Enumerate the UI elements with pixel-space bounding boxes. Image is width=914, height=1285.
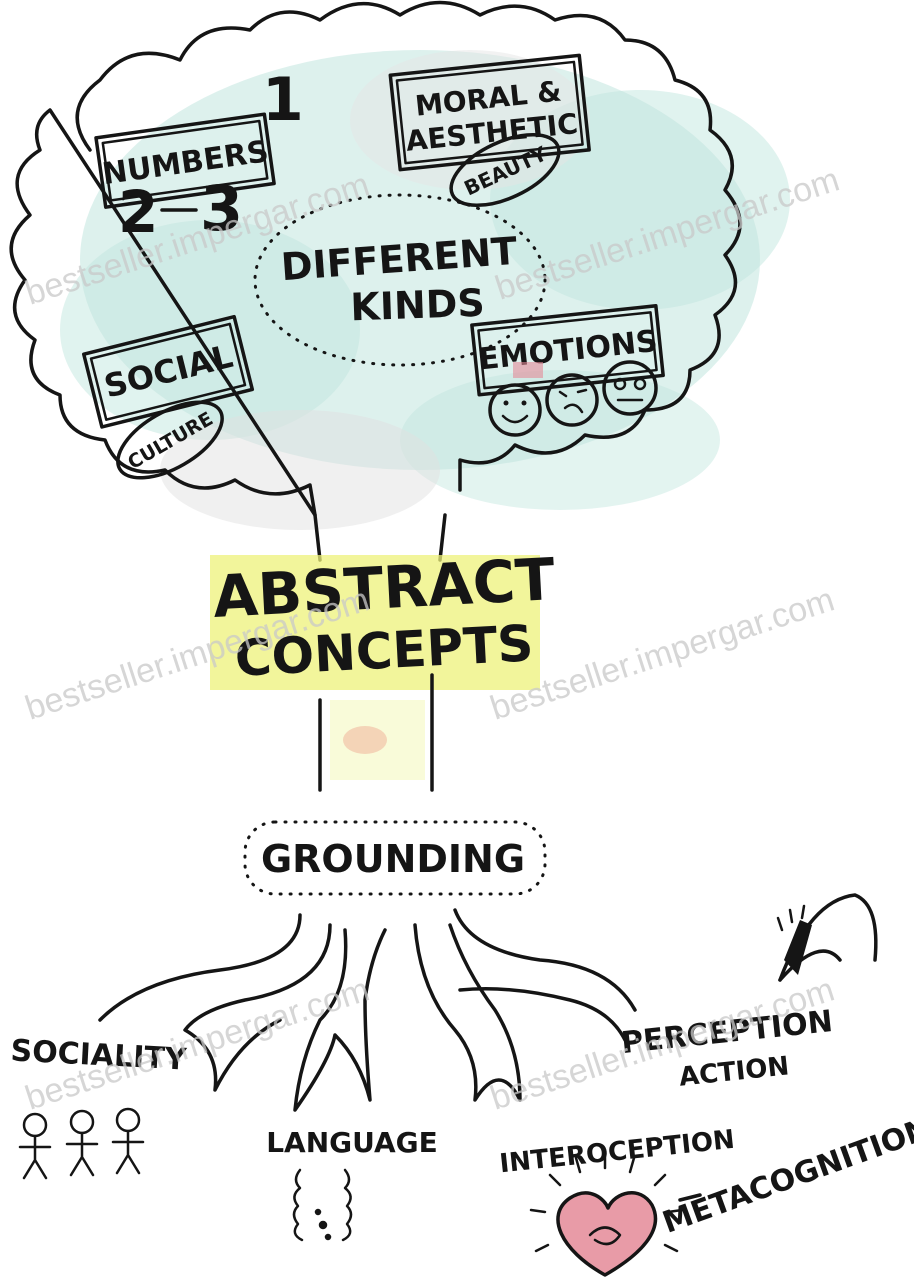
root-interoception [413,923,522,1102]
different-kinds-dotted-outline [253,193,547,367]
confused-face-icon [545,373,599,427]
speech-faces-icon [292,1168,353,1242]
foliage-shading [60,50,790,530]
numbers-digit-1: 1 [262,65,304,135]
trunk-entry-left [313,513,322,562]
neutral-face-icon [602,360,658,416]
heart-icon [529,1152,684,1277]
root-sociality [98,913,332,1092]
happy-face-icon [488,383,542,437]
numbers-digit-3: 3 [200,172,243,245]
root-perception [453,908,637,1042]
trunk-entry-right [438,513,447,562]
interoception-label: INTEROCEPTION [498,1125,736,1180]
different-kinds-label-2: KINDS [350,281,486,330]
roots [98,908,637,1112]
tree-trunk: ABSTRACT CONCEPTS [210,545,557,792]
action-label: ACTION [678,1051,791,1092]
trunk-highlight [210,555,540,690]
tree-crown: DIFFERENT KINDS NUMBERS 1 2 3 MORAL & AE… [9,0,790,562]
metacognition-dash [678,1193,702,1202]
emotions-blush [513,362,543,378]
grounding-label: GROUNDING [261,837,525,881]
root-language [293,928,387,1112]
people-icon [18,1107,145,1180]
grounding-node: GROUNDING [243,820,547,896]
language-label: LANGUAGE [266,1126,438,1159]
eye-icon [776,893,878,982]
numbers-digit-2: 2 [118,178,158,246]
